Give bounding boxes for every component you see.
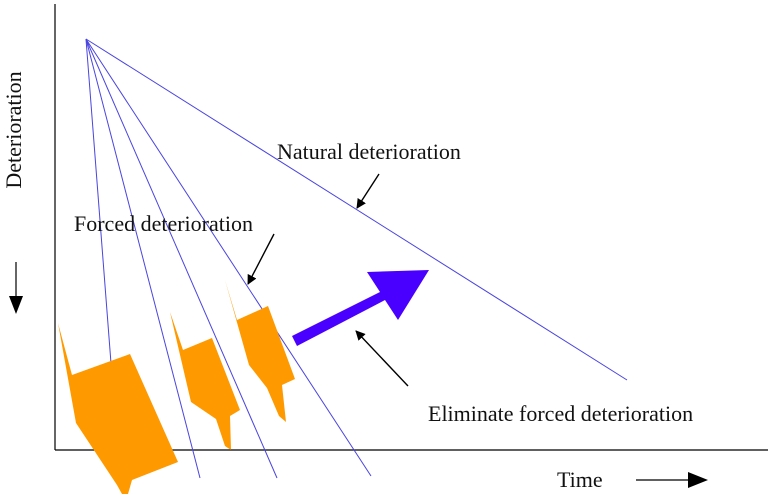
natural-pointer-arrow xyxy=(356,173,380,209)
forced-pointer-arrow xyxy=(247,233,275,285)
forced-line-3 xyxy=(85,38,278,479)
y-axis-arrowhead xyxy=(9,296,23,314)
forced-block-large xyxy=(58,323,178,494)
eliminate-pointer-arrow xyxy=(355,330,409,387)
eliminate-forced-label: Eliminate forced deterioration xyxy=(428,401,693,426)
y-axis-label: Deterioration xyxy=(1,71,26,188)
forced-line-2 xyxy=(85,38,201,479)
x-axis-label: Time xyxy=(557,467,603,492)
forced-block-medium xyxy=(170,312,240,450)
natural-deterioration-line xyxy=(85,38,628,381)
x-axis-arrowhead xyxy=(688,472,708,488)
natural-deterioration-label: Natural deterioration xyxy=(277,139,461,164)
forced-deterioration-label: Forced deterioration xyxy=(74,211,253,236)
eliminate-arrow xyxy=(292,270,429,346)
forced-line-4 xyxy=(85,38,372,477)
forced-block-small xyxy=(225,280,295,422)
